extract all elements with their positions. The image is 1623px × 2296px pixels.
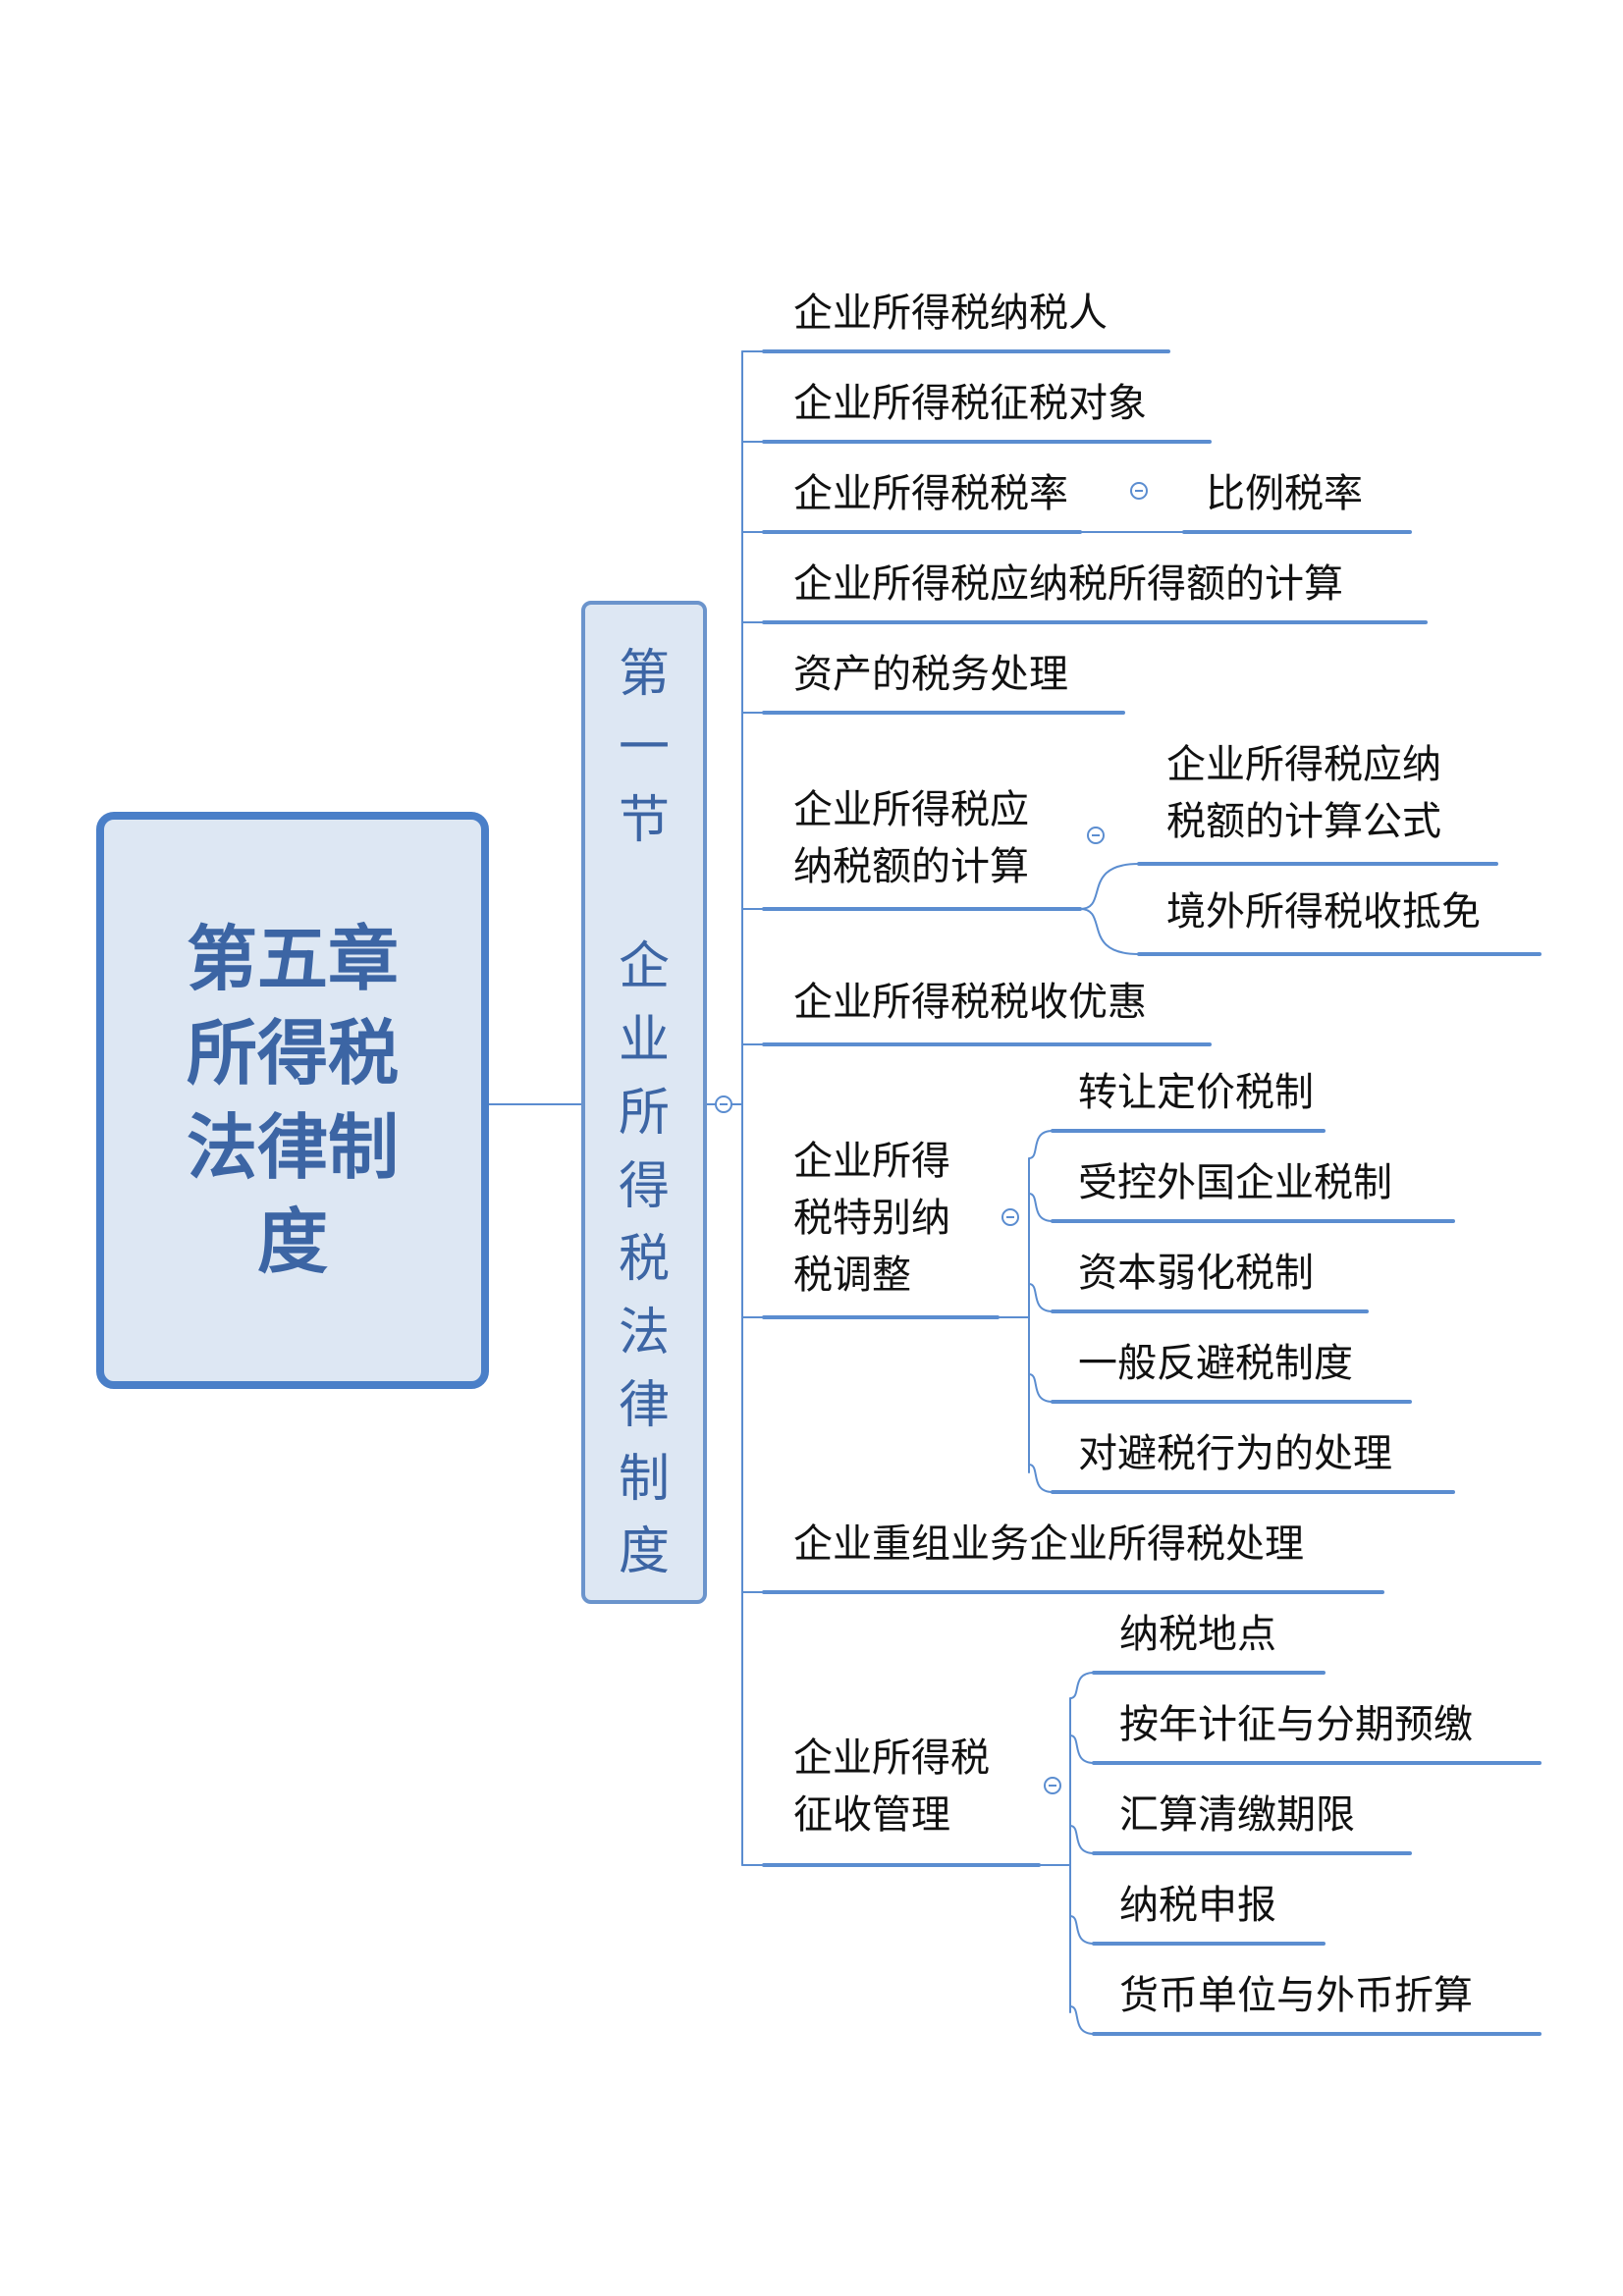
subtopic-branch-curve xyxy=(1028,1193,1054,1222)
subtopic-branch-curve xyxy=(1069,1672,1095,1699)
topic-label[interactable]: 企业所得 税特别纳 税调整 xyxy=(793,1139,950,1298)
subtopic-branch-curve xyxy=(1028,1283,1054,1312)
subtopic-label[interactable]: 企业所得税应纳 税额的计算公式 xyxy=(1166,742,1441,844)
collapse-minus-icon[interactable] xyxy=(1001,1208,1019,1226)
subtopic-branch-curve xyxy=(1069,2005,1095,2035)
collapse-minus-icon[interactable] xyxy=(1044,1777,1061,1794)
subtopic-label[interactable]: 比例税率 xyxy=(1206,471,1363,516)
collapse-minus-icon[interactable] xyxy=(1130,482,1148,500)
subtopic-branch-curve xyxy=(1028,1130,1054,1159)
subtopic-label[interactable]: 对避税行为的处理 xyxy=(1078,1431,1392,1476)
subtopic-label[interactable]: 纳税地点 xyxy=(1119,1612,1276,1657)
subtopic-label[interactable]: 受控外国企业税制 xyxy=(1078,1160,1392,1205)
hidden-line xyxy=(1148,491,1184,532)
subtopic-branch-curve xyxy=(1028,1373,1054,1403)
subtopic-label[interactable]: 一般反避税制度 xyxy=(1078,1341,1353,1386)
subtopic-label[interactable]: 资本弱化税制 xyxy=(1078,1251,1314,1296)
collapse-minus-icon[interactable] xyxy=(715,1095,732,1113)
subtopic-branch-curve xyxy=(1069,1735,1095,1764)
topic-label[interactable]: 企业所得税税率 xyxy=(793,471,1068,516)
subtopic-label[interactable]: 纳税申报 xyxy=(1119,1883,1276,1928)
root-node[interactable]: 第五章 所得税 法律制 度 xyxy=(96,812,489,1389)
subtopic-label[interactable]: 转让定价税制 xyxy=(1078,1070,1314,1115)
section-title: 第 一 节 企 业 所 得 税 法 律 制 度 xyxy=(618,645,670,1581)
topic-label[interactable]: 企业所得税纳税人 xyxy=(793,291,1108,336)
subtopic-label[interactable]: 按年计征与分期预缴 xyxy=(1119,1702,1473,1747)
subtopic-label[interactable]: 境外所得税收抵免 xyxy=(1166,889,1481,934)
topic-label[interactable]: 企业所得税 征收管理 xyxy=(793,1735,990,1838)
collapse-minus-icon[interactable] xyxy=(1087,827,1105,844)
topic-label[interactable]: 企业所得税税收优惠 xyxy=(793,980,1147,1025)
subtopic-branch-curve xyxy=(1079,863,1140,910)
subtopic-branch-curve xyxy=(1069,1825,1095,1854)
topic-label[interactable]: 企业所得税应纳税所得额的计算 xyxy=(793,561,1343,607)
topic-label[interactable]: 资产的税务处理 xyxy=(793,652,1068,697)
subtopic-branch-curve xyxy=(1028,1464,1054,1493)
section-node[interactable]: 第 一 节 企 业 所 得 税 法 律 制 度 xyxy=(581,601,707,1604)
subtopic-label[interactable]: 货币单位与外币折算 xyxy=(1119,1973,1473,2018)
topic-label[interactable]: 企业重组业务企业所得税处理 xyxy=(793,1522,1304,1567)
topic-label[interactable]: 企业所得税征税对象 xyxy=(793,381,1147,426)
root-title: 第五章 所得税 法律制 度 xyxy=(186,918,399,1283)
topic-label[interactable]: 企业所得税应 纳税额的计算 xyxy=(793,787,1029,889)
subtopic-label[interactable]: 汇算清缴期限 xyxy=(1119,1792,1355,1838)
hidden-line xyxy=(1080,491,1130,532)
subtopic-branch-curve xyxy=(1079,908,1140,955)
subtopic-branch-curve xyxy=(1069,1915,1095,1945)
